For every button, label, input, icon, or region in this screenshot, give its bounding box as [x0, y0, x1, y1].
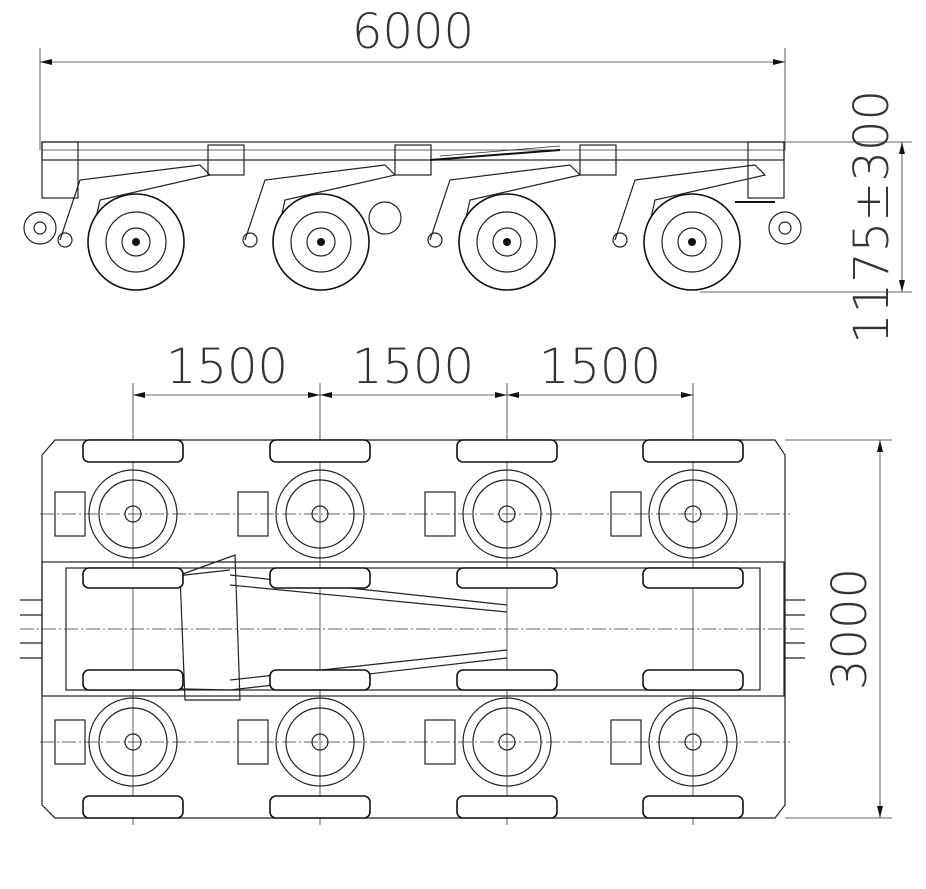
top-wheel-set-upper-1 [54, 439, 184, 589]
side-wheel-3 [458, 193, 556, 291]
top-wheel-set-upper-4 [610, 439, 744, 589]
top-wheel-set-upper-3 [424, 439, 558, 589]
side-deck [41, 141, 785, 203]
width-dimension: 3000 [785, 439, 892, 819]
top-wheel-set-lower-4 [610, 669, 744, 819]
side-wheel-4 [643, 193, 741, 291]
top-frame [20, 439, 805, 819]
hitch-right [768, 211, 802, 245]
top-wheel-set-upper-2 [237, 439, 371, 589]
side-wheel-2 [272, 193, 370, 291]
side-view: 6000 1175±300 [23, 4, 912, 344]
top-wheel-set-lower-1 [54, 669, 184, 819]
top-wheel-set-lower-2 [237, 669, 371, 819]
axle-spacing-dimensions: 1500 1500 1500 [132, 339, 694, 825]
height-dimension-label: 1175±300 [844, 90, 900, 344]
side-wheel-1 [87, 193, 185, 291]
top-wheel-set-lower-3 [424, 669, 558, 819]
length-dimension-label: 6000 [352, 4, 474, 60]
height-dimension: 1175±300 [700, 90, 912, 344]
hitch-left [23, 211, 57, 245]
axle-spacing-label-2: 1500 [352, 339, 474, 395]
top-view: 1500 1500 1500 3000 [20, 339, 892, 825]
side-swing-arms [57, 164, 767, 248]
axle-spacing-label-3: 1500 [539, 339, 661, 395]
width-dimension-label: 3000 [822, 568, 878, 690]
length-dimension: 6000 [39, 4, 786, 150]
axle-spacing-label-1: 1500 [166, 339, 288, 395]
